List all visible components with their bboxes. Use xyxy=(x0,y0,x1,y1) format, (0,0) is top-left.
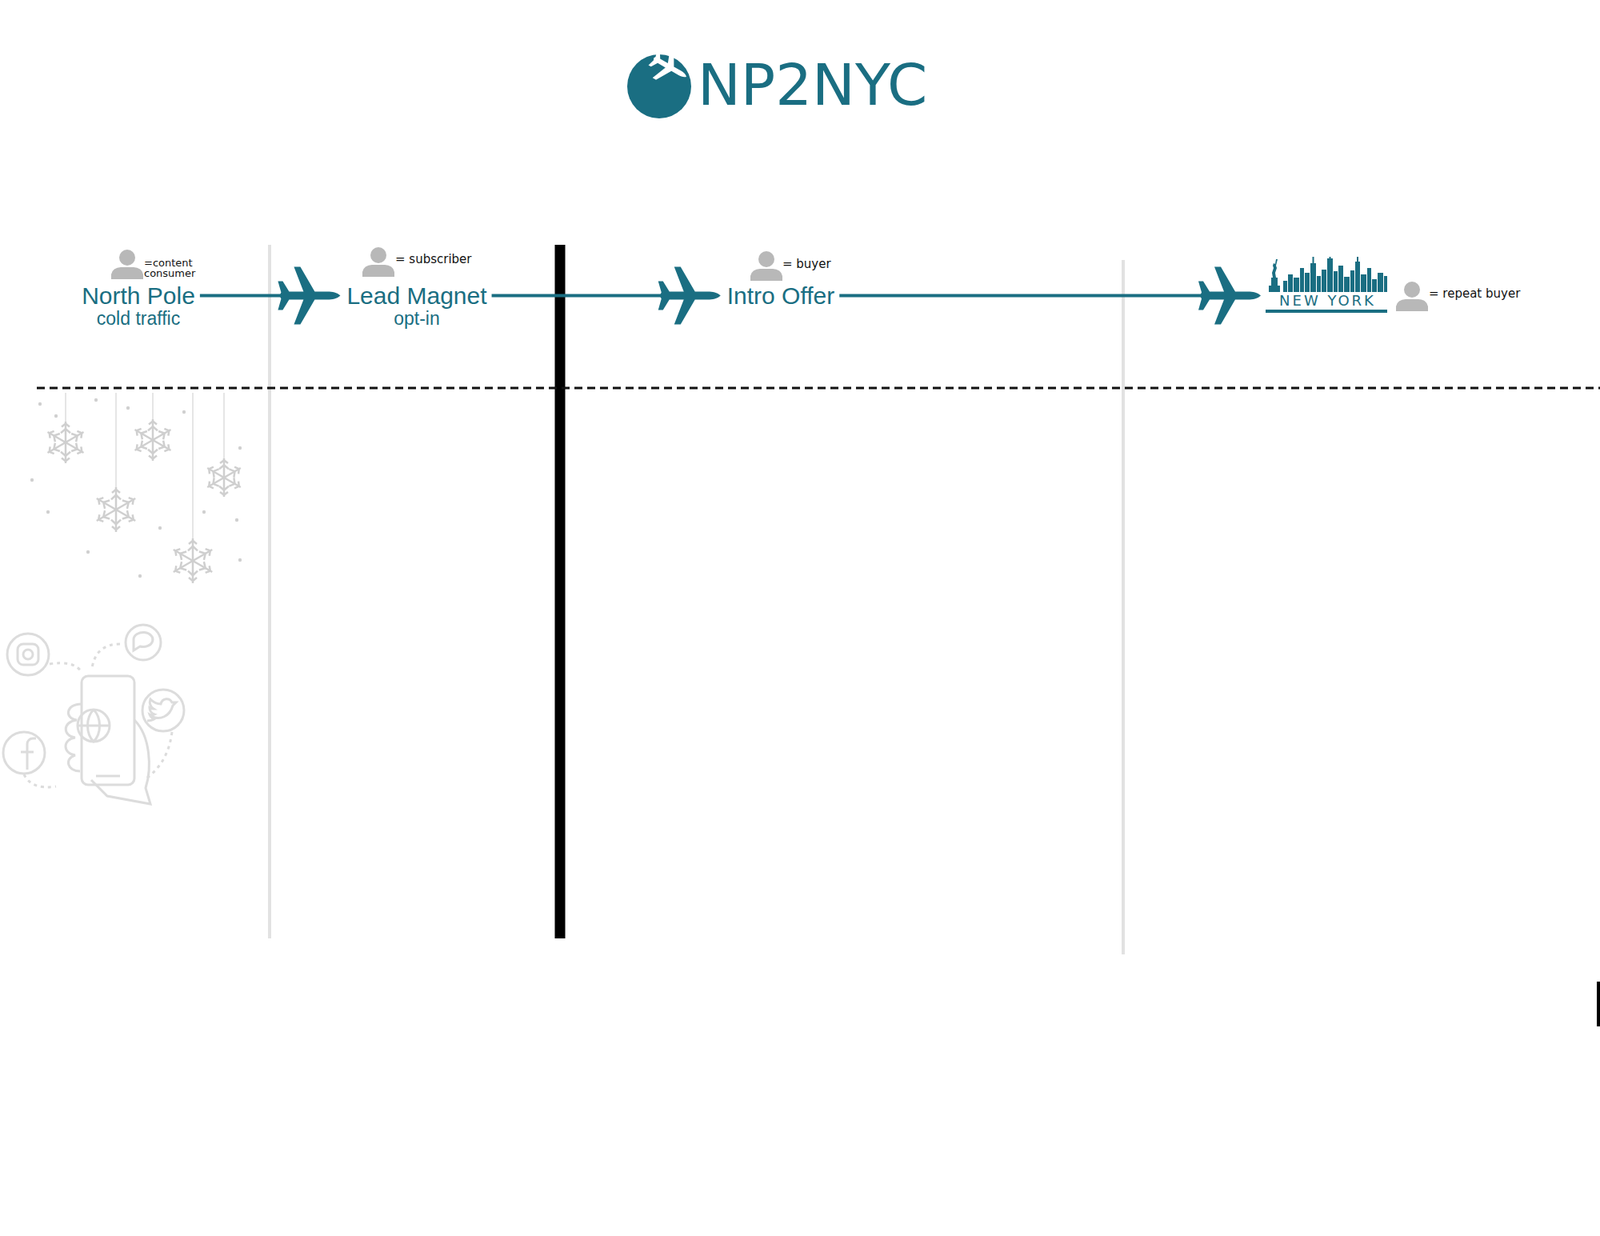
stage-title: North Pole xyxy=(80,282,197,309)
flight-connector xyxy=(839,267,1261,325)
stage-subtitle: cold traffic xyxy=(80,308,197,329)
social-media-icon xyxy=(3,624,184,804)
edge-mark xyxy=(1596,981,1600,1027)
column-dividers xyxy=(269,244,1124,955)
legend-label: = buyer xyxy=(782,257,832,272)
stage-title: Lead Magnet xyxy=(344,282,488,309)
stage-node: North Polecold traffic xyxy=(80,282,197,329)
flight-connector xyxy=(200,267,341,325)
connector-line xyxy=(839,294,1245,298)
stage-subtitle: opt-in xyxy=(344,308,488,329)
snowflakes xyxy=(30,392,244,584)
plane-arrowhead xyxy=(277,267,340,325)
flight-connector xyxy=(492,267,721,325)
city-name: NEW YORK xyxy=(1265,292,1388,313)
skyline-icon xyxy=(1265,256,1388,292)
destination-node: NEW YORK xyxy=(1265,256,1388,313)
plane-arrowhead xyxy=(1198,267,1261,325)
legend-label: = repeat buyer xyxy=(1428,287,1520,301)
stage-node: Intro Offer xyxy=(725,282,837,309)
plane-arrowhead xyxy=(658,267,721,325)
title: NP2NYC xyxy=(697,56,928,114)
stage-title: Intro Offer xyxy=(725,282,837,309)
legend-label: = subscriber xyxy=(395,252,472,267)
stage-node: Lead Magnetopt-in xyxy=(344,282,488,329)
logo xyxy=(627,41,696,119)
dashed-divider xyxy=(36,387,1600,390)
legend-label: =content consumer xyxy=(144,257,197,279)
